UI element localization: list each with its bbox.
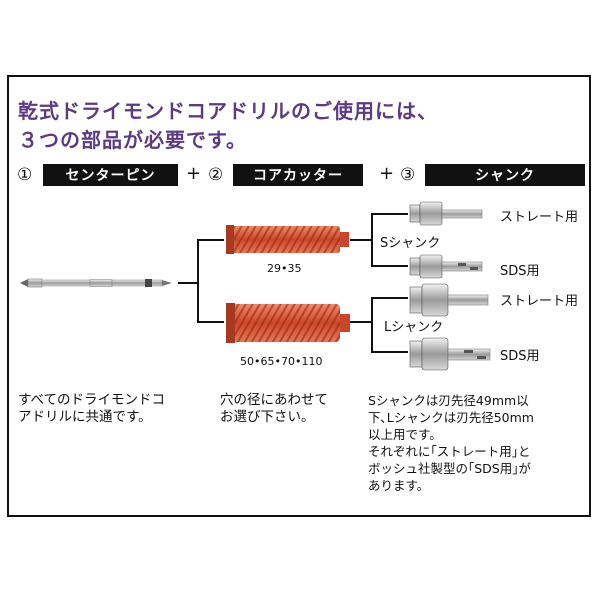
part-label-center-pin: センターピン bbox=[43, 164, 178, 186]
large-cutter-sizes: 50•65•70•110 bbox=[240, 355, 323, 368]
s-shank-sds-illustration bbox=[409, 254, 483, 279]
part-number-3: ③ bbox=[400, 165, 416, 185]
part-number-2: ② bbox=[208, 165, 224, 185]
part-label-shank: シャンク bbox=[425, 164, 585, 186]
small-core-cutter-illustration bbox=[226, 225, 349, 254]
l-shank-straight-label: ストレート用 bbox=[500, 294, 579, 309]
shank-description: Sシャンクは刃先径49mm以 下､Lシャンクは刃先径50mm 以上用です。 それ… bbox=[368, 393, 534, 493]
plus-sign-2: + bbox=[379, 163, 395, 184]
headline-line-2: ３つの部品が必要です。 bbox=[18, 128, 247, 152]
s-shank-label: Sシャンク bbox=[380, 236, 441, 251]
core-cutter-description: 穴の径にあわせて お選び下さい。 bbox=[220, 392, 328, 425]
part-number-1: ① bbox=[17, 165, 33, 185]
l-shank-sds-illustration bbox=[409, 337, 491, 371]
part-label-core-cutter: コアカッター bbox=[233, 164, 363, 186]
small-cutter-sizes: 29•35 bbox=[267, 262, 302, 275]
center-pin-illustration bbox=[20, 278, 172, 288]
headline-line-1: 乾式ドライモンドコアドリルのご使用には、 bbox=[18, 99, 438, 123]
content-frame bbox=[7, 75, 591, 517]
l-shank-label: Lシャンク bbox=[384, 320, 444, 335]
s-shank-straight-label: ストレート用 bbox=[500, 210, 579, 225]
connector-lines bbox=[178, 213, 408, 353]
s-shank-straight-illustration bbox=[409, 201, 483, 226]
l-shank-sds-label: SDS用 bbox=[500, 349, 540, 364]
s-shank-sds-label: SDS用 bbox=[500, 264, 540, 279]
center-pin-description: すべてのドライモンドコ アドリルに共通です。 bbox=[18, 392, 166, 425]
plus-sign-1: + bbox=[186, 163, 202, 184]
large-core-cutter-illustration bbox=[226, 303, 350, 343]
l-shank-straight-illustration bbox=[409, 283, 489, 317]
